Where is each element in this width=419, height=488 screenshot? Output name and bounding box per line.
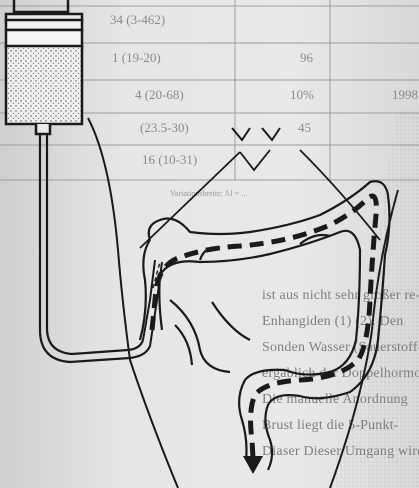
arrow-down-icon	[243, 456, 263, 474]
container-icon	[6, 0, 82, 134]
shading	[330, 110, 419, 488]
flow-path	[152, 196, 376, 458]
ribcage-icon	[140, 150, 380, 248]
